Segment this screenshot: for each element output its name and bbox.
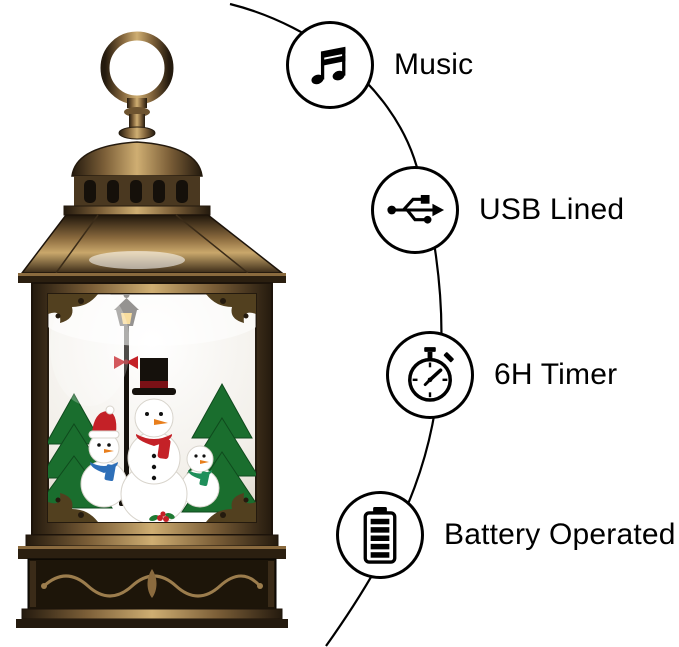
feature-music: Music — [286, 21, 473, 109]
music-icon-circle — [286, 21, 374, 109]
battery-icon — [363, 506, 397, 564]
feature-usb-lined: USB Lined — [371, 166, 624, 254]
battery-icon-circle — [336, 491, 424, 579]
stopwatch-icon — [408, 347, 454, 402]
feature-6h-timer: 6H Timer — [386, 331, 617, 419]
product-photo-snow-globe-lantern — [10, 26, 294, 630]
music-notes-icon — [311, 46, 346, 85]
feature-label-6h-timer: 6H Timer — [494, 358, 618, 391]
usb-icon — [387, 194, 445, 224]
feature-label-music: Music — [394, 48, 474, 81]
feature-battery-operated: Battery Operated — [336, 491, 676, 579]
snow-globe-lantern-illustration — [16, 31, 288, 628]
feature-label-battery-operated: Battery Operated — [444, 518, 676, 551]
feature-label-usb-lined: USB Lined — [479, 193, 625, 226]
usb-icon-circle — [371, 166, 459, 254]
timer-icon-circle — [386, 331, 474, 419]
